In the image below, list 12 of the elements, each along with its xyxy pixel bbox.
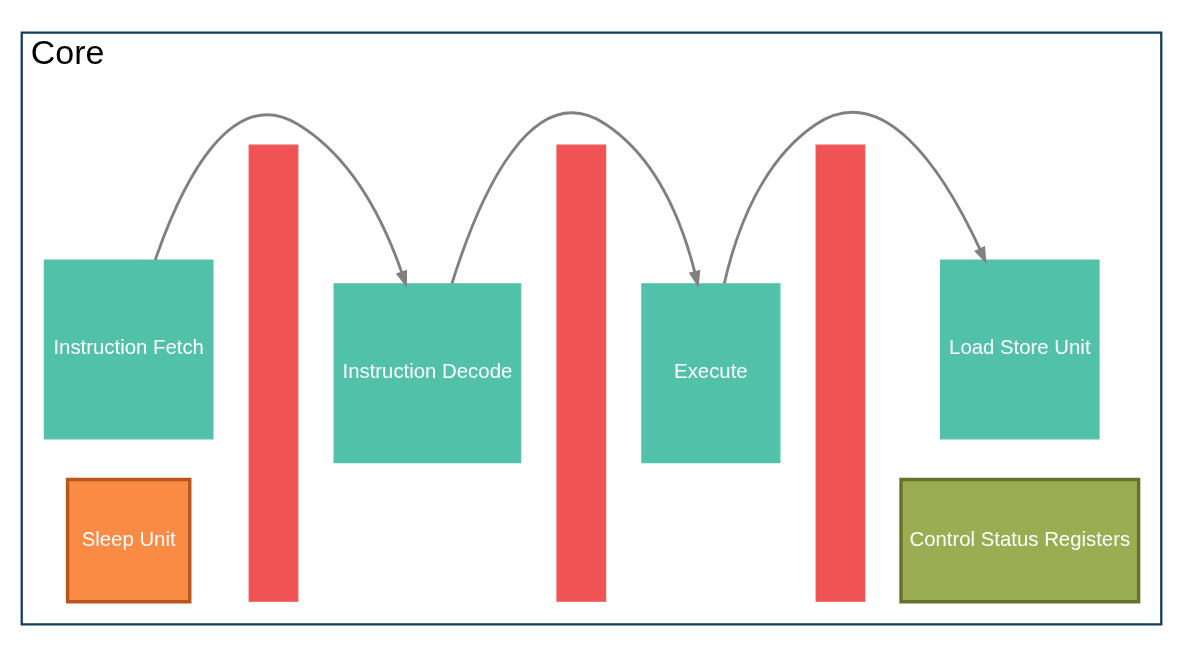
arrow xyxy=(153,113,408,288)
node-box: Execute xyxy=(641,282,781,463)
node-box: Sleep Unit xyxy=(65,477,192,603)
node-box: Instruction Fetch xyxy=(43,258,214,439)
node-bar xyxy=(248,144,299,602)
node-box: Control Status Registers xyxy=(899,477,1141,603)
arrow xyxy=(450,111,701,288)
arrow xyxy=(722,110,987,284)
node-bar xyxy=(815,144,866,602)
node-bar xyxy=(556,144,607,602)
node-box: Load Store Unit xyxy=(940,258,1100,439)
node-box: Instruction Decode xyxy=(333,282,522,463)
